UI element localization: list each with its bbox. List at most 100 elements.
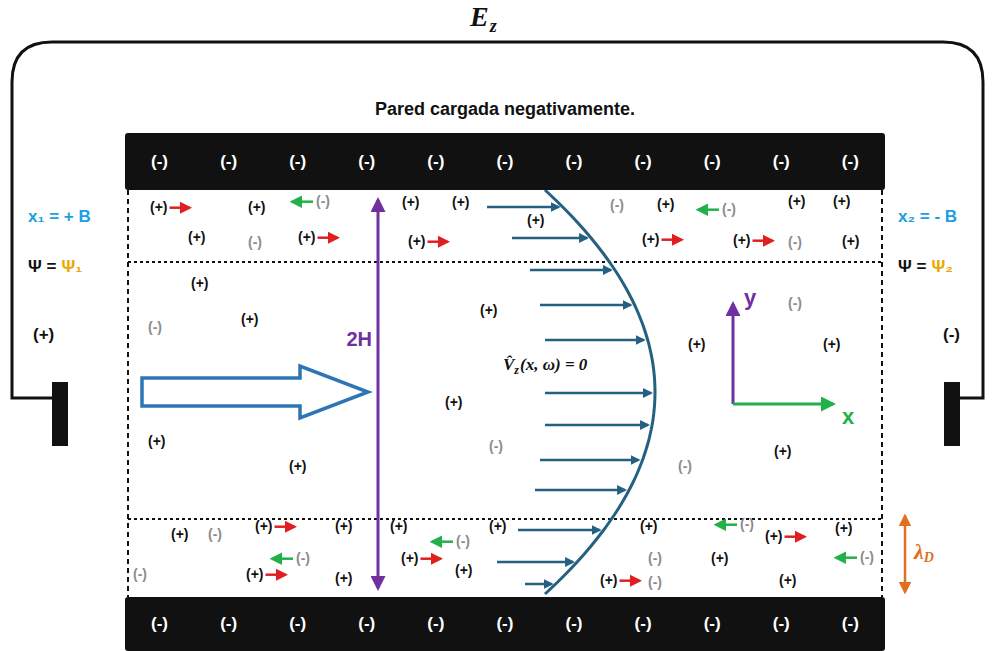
wall-heading: Pared cargada negativamente. — [125, 99, 885, 120]
cation-motion-arrow — [275, 525, 295, 528]
cation: (+) — [833, 194, 851, 209]
cation-motion-arrow — [785, 535, 805, 538]
wall-charge: (-) — [358, 152, 375, 172]
anion: (-) — [678, 459, 692, 474]
potential-label: Ψ = — [28, 258, 56, 277]
potential-value: Ψ₂ — [931, 258, 952, 277]
debye-subscript: D — [924, 550, 934, 565]
cation: (+) — [150, 200, 168, 215]
right-electrode — [944, 382, 960, 446]
cation: (+) — [823, 337, 841, 352]
wall-charge: (-) — [427, 614, 444, 634]
cation: (+) — [188, 230, 206, 245]
channel-boundary — [881, 190, 883, 597]
cation: (+) — [600, 573, 618, 588]
cation: (+) — [835, 521, 853, 536]
cation: (+) — [335, 571, 353, 586]
boundary-condition: (x, ω) = 0 — [520, 356, 587, 375]
anion-motion-arrow — [432, 540, 453, 543]
velocity-arrow — [497, 561, 573, 564]
cation: (+) — [455, 563, 473, 578]
channel-height: 2H — [346, 328, 372, 350]
wall-charge: (-) — [151, 614, 168, 634]
charge-row: (-)(-)(-)(-)(-)(-)(-)(-)(-)(-)(-) — [125, 133, 885, 190]
anion-motion-arrow — [698, 208, 719, 211]
cation: (+) — [842, 234, 860, 249]
anion: (-) — [208, 527, 222, 542]
wall-charge: (-) — [358, 614, 375, 634]
cation: (+) — [657, 197, 675, 212]
wall-charge: (-) — [496, 614, 513, 634]
velocity-arrow — [545, 339, 644, 342]
anion: (-) — [296, 551, 310, 566]
boundary-position: x₁ = + B — [28, 208, 91, 227]
cation: (+) — [774, 444, 792, 459]
wall-charge: (-) — [773, 614, 790, 634]
velocity-subscript: z — [514, 364, 519, 377]
flow-arrow — [142, 366, 368, 418]
cation: (+) — [642, 232, 660, 247]
electrode-polarity: (+) — [33, 326, 54, 345]
anion: (-) — [248, 235, 262, 250]
cation: (+) — [445, 395, 463, 410]
cation: (+) — [390, 519, 408, 534]
cation: (+) — [401, 551, 419, 566]
velocity-symbol: V̂ — [503, 356, 514, 375]
electrode-polarity: (-) — [943, 326, 960, 345]
velocity-arrow — [545, 392, 651, 395]
cation-motion-arrow — [266, 573, 286, 576]
potential-value: Ψ₁ — [61, 258, 82, 277]
charged-wall: Pared cargada negativamente.(-)(-)(-)(-)… — [125, 133, 885, 190]
cation: (+) — [246, 567, 264, 582]
anion: (-) — [456, 534, 470, 549]
circuit-wire — [12, 42, 983, 398]
cation: (+) — [248, 200, 266, 215]
wall-charge: (-) — [842, 152, 859, 172]
anion: (-) — [489, 439, 503, 454]
wall-charge: (-) — [566, 614, 583, 634]
cation-motion-arrow — [170, 206, 190, 209]
cation-motion-arrow — [421, 557, 441, 560]
anion: (-) — [788, 235, 802, 250]
field-subscript: z — [490, 17, 497, 37]
charged-wall: (-)(-)(-)(-)(-)(-)(-)(-)(-)(-)(-) — [125, 597, 885, 651]
cation-motion-arrow — [662, 238, 682, 241]
wall-charge: (-) — [220, 614, 237, 634]
velocity-arrow — [540, 459, 639, 462]
cation: (+) — [480, 303, 498, 318]
channel-boundary — [127, 190, 129, 597]
wall-charge: (-) — [151, 152, 168, 172]
field-symbol: E — [470, 2, 489, 33]
anion-motion-arrow — [292, 200, 313, 203]
cation-motion-arrow — [753, 239, 773, 242]
anion-motion-arrow — [272, 557, 293, 560]
cation: (+) — [148, 434, 166, 449]
axis-label: x — [842, 405, 854, 429]
wall-charge: (-) — [842, 614, 859, 634]
anion: (-) — [316, 194, 330, 209]
wall-charge: (-) — [635, 614, 652, 634]
cation: (+) — [255, 519, 273, 534]
cation-motion-arrow — [428, 240, 448, 243]
debye-length: λ — [914, 540, 924, 564]
debye-layer-edge — [128, 261, 882, 263]
cation: (+) — [489, 519, 507, 534]
cation: (+) — [402, 195, 420, 210]
anion-motion-arrow — [716, 523, 737, 526]
cation: (+) — [779, 573, 797, 588]
velocity-arrow — [540, 304, 631, 307]
wall-charge: (-) — [635, 152, 652, 172]
debye-length-dimension — [904, 516, 907, 592]
left-electrode — [52, 382, 68, 446]
y-axis — [732, 304, 735, 404]
velocity-arrow — [535, 489, 625, 492]
cation: (+) — [527, 213, 545, 228]
cation: (+) — [241, 312, 259, 327]
wall-charge: (-) — [427, 152, 444, 172]
cation: (+) — [289, 459, 307, 474]
wall-charge: (-) — [566, 152, 583, 172]
wall-charge: (-) — [289, 152, 306, 172]
wall-charge: (-) — [704, 614, 721, 634]
cation: (+) — [688, 337, 706, 352]
velocity-arrow — [487, 206, 559, 209]
